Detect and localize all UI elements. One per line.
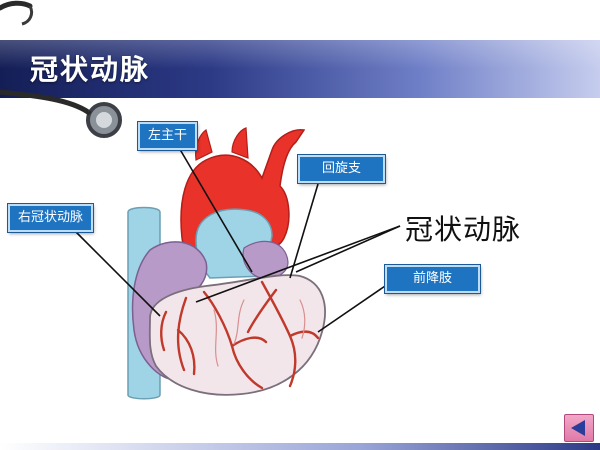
label-left-main: 左主干 [138, 122, 198, 150]
label-circumflex: 回旋支 [298, 155, 386, 183]
title-bar [0, 40, 600, 98]
bottom-divider [0, 443, 600, 450]
label-right-coronary: 右冠状动脉 [8, 204, 94, 232]
previous-slide-button[interactable] [564, 414, 594, 442]
page-title: 冠状动脉 [30, 53, 151, 86]
leader-lines [73, 145, 401, 333]
coronary-vessels [160, 280, 320, 390]
annotation-coronary: 冠状动脉 [405, 213, 522, 246]
triangle-left-icon [571, 420, 585, 436]
title-bar-shine [0, 40, 600, 69]
heart-illustration [127, 127, 326, 400]
label-lad: 前降肢 [385, 265, 481, 293]
stethoscope-icon [0, 0, 122, 138]
heart-ventricles [148, 274, 326, 396]
